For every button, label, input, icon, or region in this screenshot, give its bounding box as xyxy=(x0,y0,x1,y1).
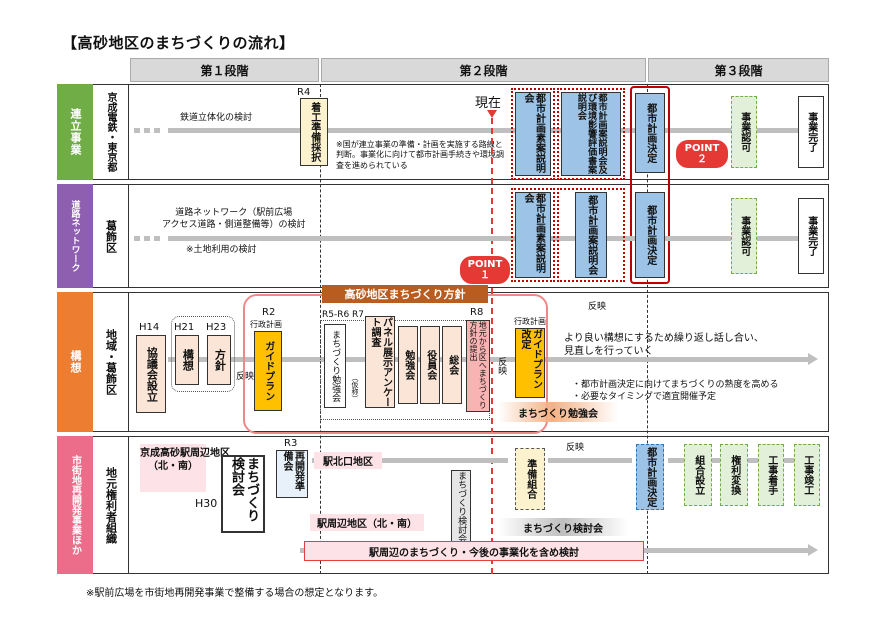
concept-h23-label: H23 xyxy=(206,322,227,333)
rail-note: ※国が連立事業の準備・計画を実施する路線と判断。事業化に向けて都市計画手続きや環… xyxy=(336,140,504,170)
concept-hanei2: 反映 xyxy=(496,357,507,375)
redev-shuhen: 駅周辺地区（北・南） xyxy=(310,514,424,531)
road-b2-box: 都市計画案説明会 xyxy=(575,192,607,278)
stage-2-header: 第２段階 xyxy=(321,58,646,82)
concept-benkyokai-box: 勉強会 xyxy=(398,326,418,404)
redev-kentokai3-band: まちづくり検討会 xyxy=(498,518,628,536)
rail-flow-line xyxy=(168,128,808,133)
lane-rail-category: 連立事業 xyxy=(57,84,93,180)
concept-koso-box: 構想 xyxy=(175,335,199,385)
now-marker-icon xyxy=(487,110,497,118)
stage-divider-2 xyxy=(647,84,648,574)
stage-1-header: 第１段階 xyxy=(130,58,319,82)
redev-kenri-box: 権利変換 xyxy=(720,444,748,506)
lane-road-org: 葛飾区 xyxy=(93,184,129,288)
redev-plan-arrowhead xyxy=(808,544,818,556)
rail-b5-box: 事業完了 xyxy=(798,96,824,168)
rail-flow-start-dash xyxy=(134,128,164,133)
rail-b1-frame xyxy=(511,88,555,180)
concept-teishutsu-box: 地元から区へまちづくり方針の提出 xyxy=(466,320,490,412)
point1-badge: POINT １ xyxy=(460,256,510,284)
redev-shunko-box: 工事竣工 xyxy=(794,444,820,506)
redev-h30-label: H30 xyxy=(195,497,218,510)
concept-yakuinkai-box: 役員会 xyxy=(420,326,440,404)
rail-b3-frame xyxy=(630,86,670,284)
now-label: 現在 xyxy=(475,96,502,111)
road-b1-box: 都市計画素案説明会 xyxy=(515,192,551,278)
rail-start-box: 着工準備採択 xyxy=(300,98,328,166)
redev-mid-line xyxy=(548,458,632,463)
concept-hanei3: 反映 xyxy=(588,302,607,312)
road-study-text: 道路ネットワーク（駅前広場 アクセス道路・側道整備等）の検討 xyxy=(162,208,306,230)
concept-h21-label: H21 xyxy=(174,322,195,333)
redev-kitaguchi: 駅北口地区 xyxy=(314,452,382,469)
concept-hanei1: 反映 xyxy=(236,372,255,382)
redev-kettei-box: 都市計画決定 xyxy=(636,444,664,510)
road-flow-start-dash xyxy=(134,236,164,241)
concept-policy-banner: 高砂地区まちづくり方針 xyxy=(322,285,488,303)
redev-kentokai-box: まちづくり検討会 xyxy=(221,455,265,533)
road-b1-frame xyxy=(511,188,555,282)
concept-benkyo1-box: まちづくり勉強会 xyxy=(324,324,346,408)
redev-kumiai-box: 組合設立 xyxy=(684,444,712,506)
road-note: ※土地利用の検討 xyxy=(186,245,257,255)
concept-guide2-box: ガイドプラン改定 xyxy=(515,328,545,398)
stage-3-header: 第３段階 xyxy=(648,58,829,82)
road-b4-box: 事業認可 xyxy=(731,198,757,274)
concept-note1: より良い構想にするため繰り返し話し合い、 見直しを行っていく xyxy=(564,333,764,357)
redev-junbikumiai-box: 準備組合 xyxy=(515,448,545,510)
rail-b2-box: 都市計画案説明会及び環境影響評価書案説明会 xyxy=(561,92,621,176)
concept-plan-group xyxy=(171,316,235,392)
road-b3-box: 都市計画決定 xyxy=(635,192,665,278)
road-b5-box: 事業完了 xyxy=(798,198,824,274)
rail-study-text: 鉄道立体化の検討 xyxy=(180,113,253,123)
rail-b3-box: 都市計画決定 xyxy=(635,93,665,173)
redev-hanei: 反映 xyxy=(566,443,585,453)
rail-b4-box: 事業認可 xyxy=(731,96,757,168)
concept-gyosei2: 行政計画 xyxy=(514,317,546,326)
point2-badge: POINT ２ xyxy=(676,140,728,168)
lane-concept-org: 地域・葛飾区 xyxy=(93,292,129,432)
redev-junbikai-box: 再開発準備会 xyxy=(276,450,308,498)
lane-redev-org: 地元権利者組織 xyxy=(93,436,129,574)
lane-rail-org: 京成電鉄・東京都 xyxy=(93,84,129,180)
road-b2-frame xyxy=(557,188,625,282)
concept-hoshin-box: 方針 xyxy=(207,335,231,385)
concept-r2-label: R2 xyxy=(262,307,276,318)
rail-r4-label: R4 xyxy=(297,87,311,98)
footnote: ※駅前広場を市街地再開発事業で整備する場合の想定となります。 xyxy=(86,588,384,599)
lane-concept-category: 構想 xyxy=(57,292,93,432)
now-line xyxy=(491,118,493,574)
rail-b1-box: 都市計画素案説明会 xyxy=(515,92,551,176)
concept-h14-label: H14 xyxy=(139,322,160,333)
concept-gyosei1: 行政計画 xyxy=(250,320,282,329)
redev-r3-label: R3 xyxy=(284,438,298,449)
redev-north-line xyxy=(312,458,508,463)
concept-flow-arrowhead xyxy=(808,353,818,365)
concept-r5r6-label: R5-R6 xyxy=(322,310,350,320)
rail-b2-frame xyxy=(557,88,625,180)
page-title: 【高砂地区のまちづくりの流れ】 xyxy=(62,34,295,52)
redev-chakushu-box: 工事着手 xyxy=(758,444,784,506)
lane-road-category: 道路ネットワーク xyxy=(57,184,93,288)
concept-panel-box: パネル展示アンケート調査 xyxy=(365,316,395,408)
concept-note2: ・都市計画決定に向けてまちづくりの熟度を高める ・必要なタイミングで適宜開催予定 xyxy=(572,380,779,402)
concept-r7-label: R7 xyxy=(352,310,364,320)
road-flow-line xyxy=(168,236,808,241)
redev-kentokai2-box: まちづくり検討会 xyxy=(451,470,471,544)
redev-shuhen-plan: 駅周辺のまちづくり・今後の事業化を含め検討 xyxy=(304,541,644,561)
concept-benkyo2-band: まちづくり勉強会 xyxy=(498,402,618,422)
concept-sokai-box: 総会 xyxy=(442,326,462,404)
concept-kyogikai-box: 協議会設立 xyxy=(136,335,166,413)
concept-guide1-box: ガイドプラン xyxy=(254,331,282,411)
lane-redev-category: 市街地再開発事業ほか xyxy=(57,436,93,574)
concept-benkyo1-sub: （仮称） xyxy=(351,374,360,402)
concept-r8-label: R8 xyxy=(470,307,484,318)
redev-area1: 京成高砂駅周辺地区 （北・南） xyxy=(140,444,230,492)
